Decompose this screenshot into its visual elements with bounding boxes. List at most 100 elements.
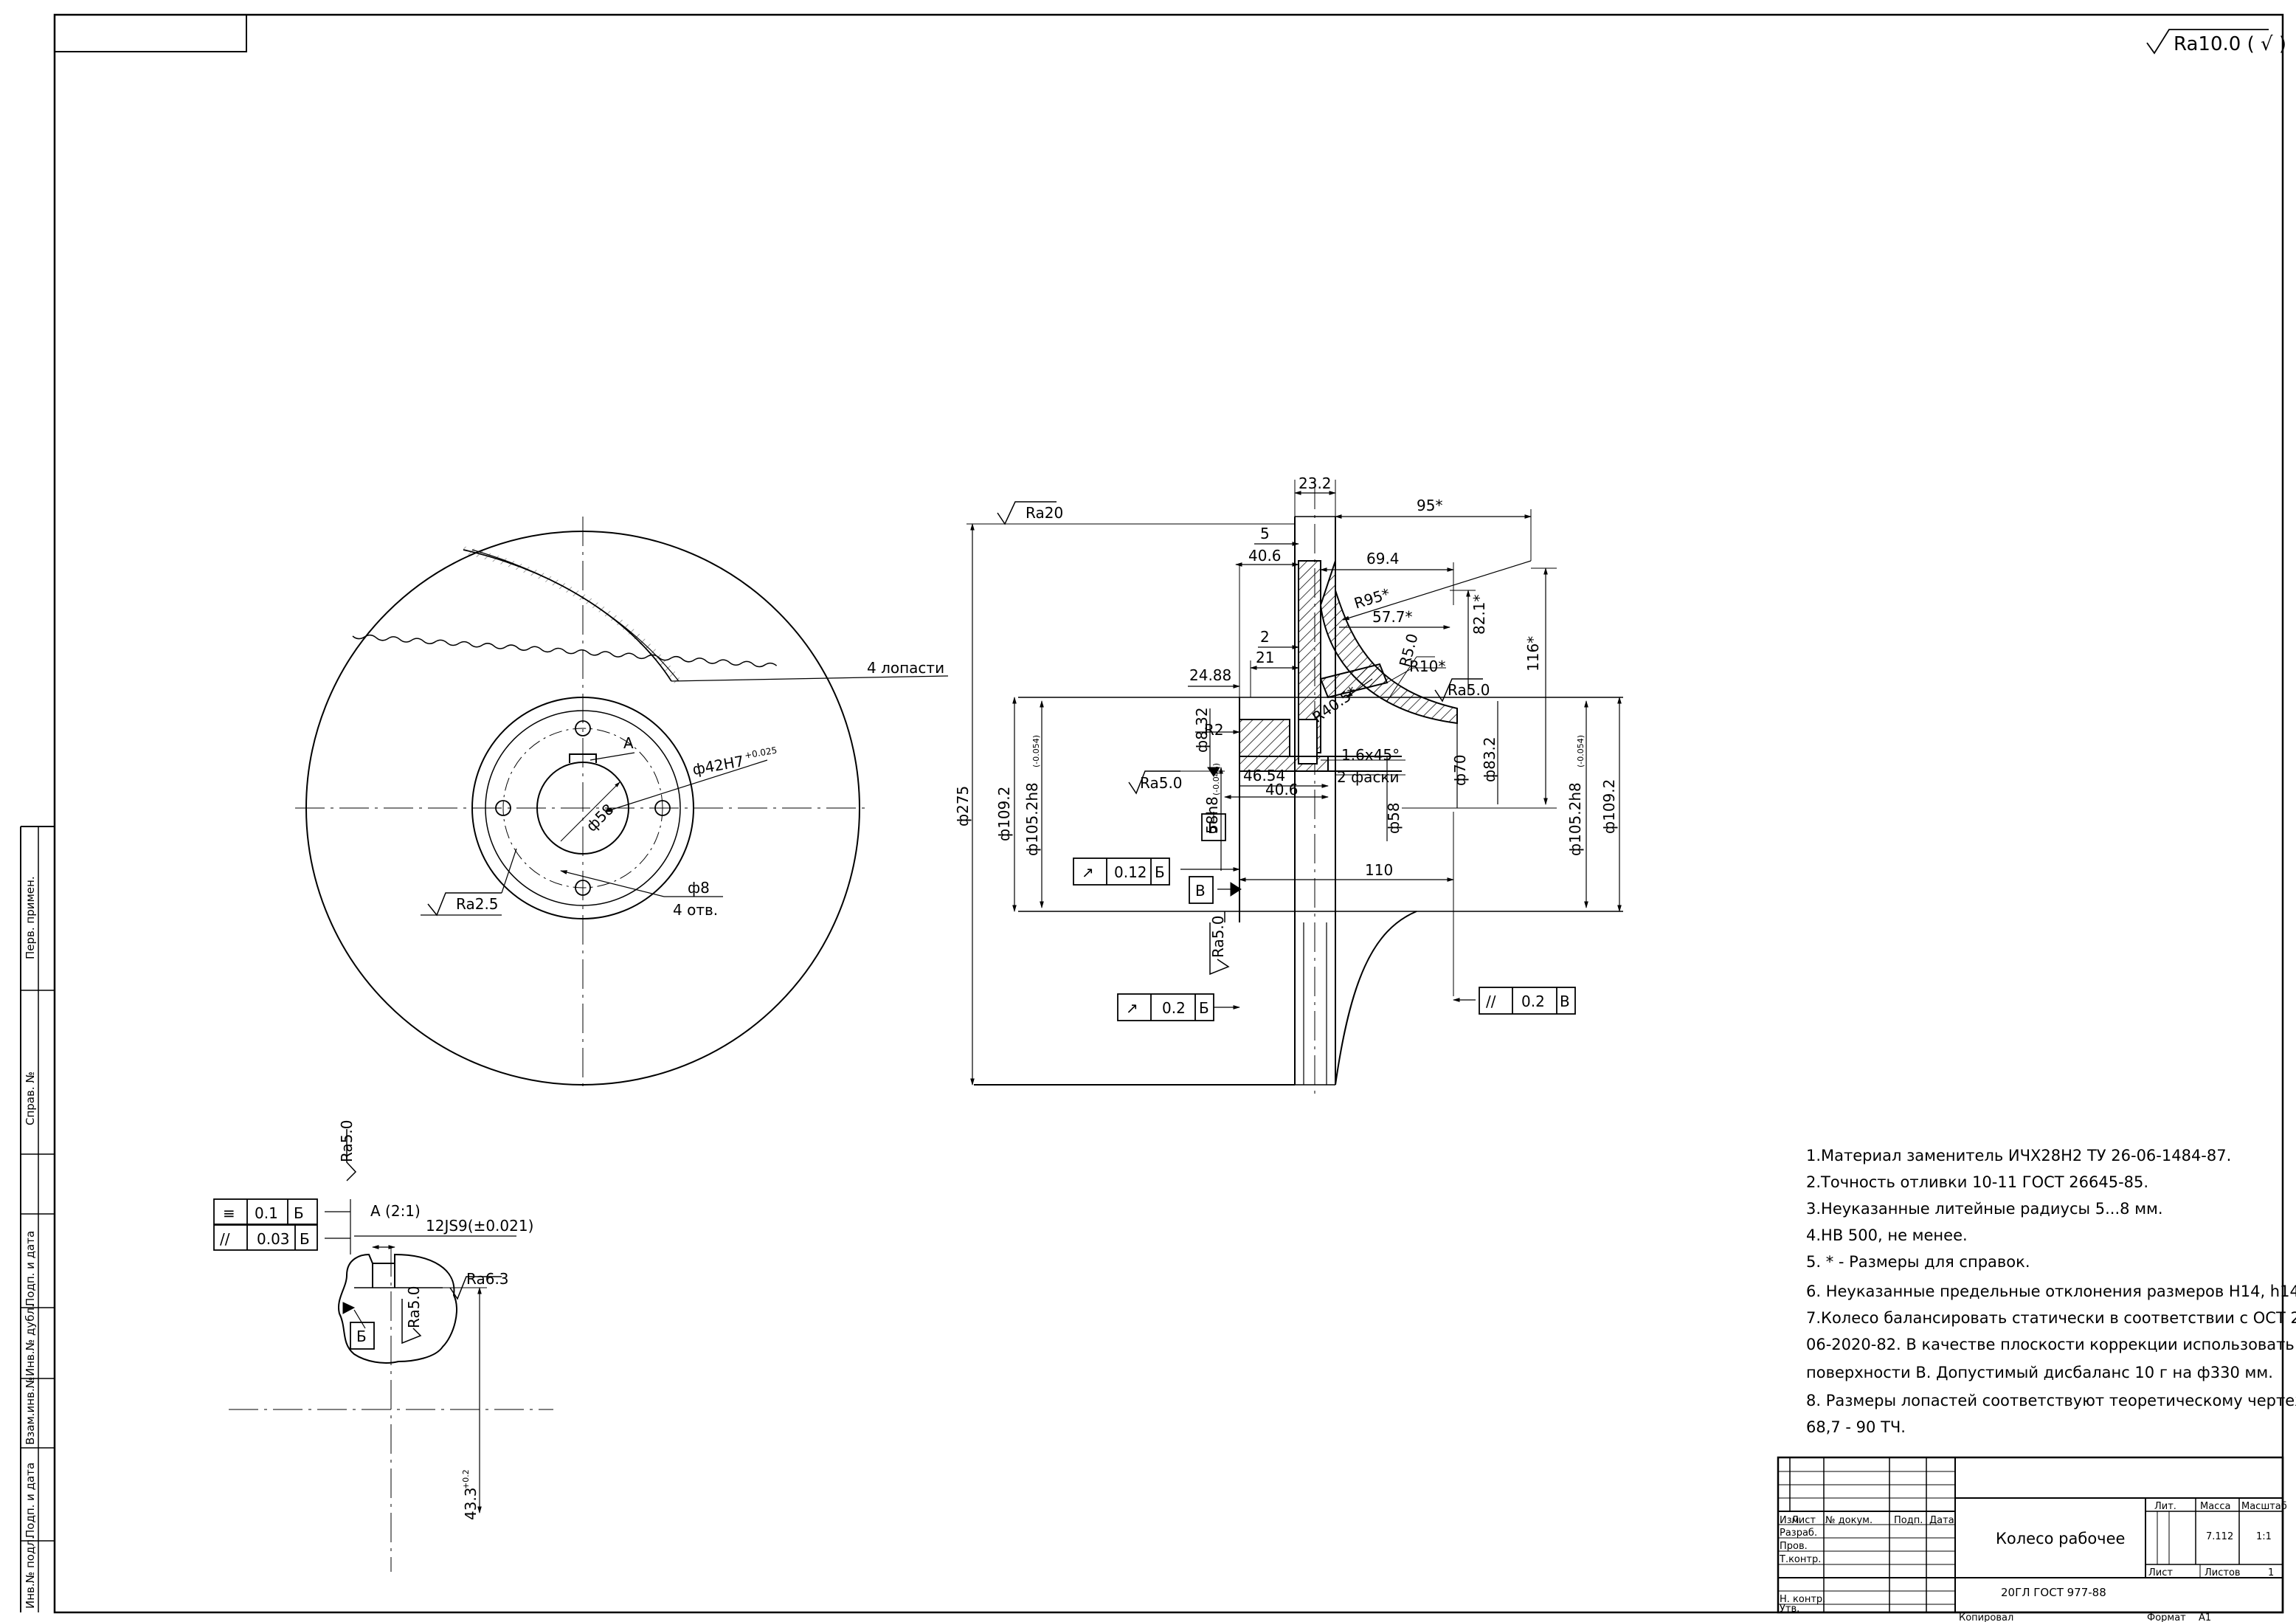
hole-tol-label: +0.025 <box>744 745 778 761</box>
tb-scale: Масштаб <box>2241 1501 2287 1512</box>
circle-dia-label: ф58 <box>583 800 618 835</box>
note-line: 6. Неуказанные предельные отклонения раз… <box>1806 1283 2296 1300</box>
note-line: 1.Материал заменитель ИЧХ28Н2 ТУ 26-06-1… <box>1806 1147 2231 1164</box>
tb-row-razrab: Разраб. <box>1780 1528 1817 1539</box>
frame-sym-datum: Б <box>294 1204 304 1222</box>
tb-sheet: Лист <box>2148 1567 2173 1578</box>
tb-scale-value: 1:1 <box>2256 1531 2272 1542</box>
dim-phi83-2: ф83.2 <box>1481 736 1498 782</box>
tb-title: Колесо рабочее <box>1996 1530 2125 1547</box>
frame2-symbol: ↗ <box>1126 999 1138 1017</box>
side-stamp-label: Перв. примен. <box>24 876 37 959</box>
tb-material: 20ГЛ ГОСТ 977-88 <box>2001 1586 2106 1599</box>
tb-mass-value: 7.112 <box>2206 1531 2233 1542</box>
dim-21: 21 <box>1256 649 1274 666</box>
tb-col-list: Лист <box>1791 1515 1816 1526</box>
general-roughness-text: Ra10.0 ( √ ) <box>2174 33 2286 55</box>
hole-dia-label: ф42Н7 <box>691 752 745 779</box>
frame2-datum: Б <box>1199 999 1209 1017</box>
tb-col-izm: Изм <box>1780 1515 1799 1526</box>
view-a-letter: А <box>623 734 634 752</box>
section-view <box>967 480 1623 1100</box>
tol-105-right: (-0.054) <box>1576 735 1586 767</box>
dim-phi70: ф70 <box>1451 754 1469 786</box>
note-line: 2.Точность отливки 10-11 ГОСТ 26645-85. <box>1806 1173 2148 1191</box>
dim-phi105-2-left: ф105.2h8 <box>1023 782 1041 856</box>
dim-24-88: 24.88 <box>1189 666 1231 684</box>
chamfer-label: 1.6х45° <box>1341 746 1400 764</box>
dim-phi109-2-left: ф109.2 <box>995 787 1013 841</box>
tb-sheets: Листов <box>2205 1567 2241 1578</box>
dim-phi58: ф58 <box>1385 802 1403 834</box>
note-line: поверхности В. Допустимый дисбаланс 10 г… <box>1806 1364 2273 1381</box>
frame1-value: 0.12 <box>1114 863 1147 881</box>
tol-58: (-0.046) <box>1211 763 1221 796</box>
note-line: 06-2020-82. В качестве плоскости коррекц… <box>1806 1336 2295 1353</box>
frame-sym-value: 0.1 <box>255 1204 278 1222</box>
small-holes-dia: ф8 <box>688 879 710 897</box>
tb-row-utv: Утв. <box>1780 1604 1799 1615</box>
detail-view <box>229 1129 553 1572</box>
detail-datum: Б <box>356 1328 367 1345</box>
dim-116: 116* <box>1524 636 1542 672</box>
side-stamp: Перв. примен. Справ. № Подп. и дата Инв.… <box>24 876 37 1609</box>
detail-label: А (2:1) <box>370 1202 421 1220</box>
section-labels: Ra20 23.2 95* 5 40.6 69.4 R95* 57.7* 82.… <box>954 474 1618 1017</box>
dim-40-6-top: 40.6 <box>1248 547 1282 565</box>
dim-40-6-bot: 40.6 <box>1265 781 1299 798</box>
datum-v: В <box>1195 882 1206 900</box>
frame1-datum: Б <box>1155 863 1165 881</box>
front-view-labels: 4 лопасти ф42Н7 +0.025 А ф58 ф8 4 отв. R… <box>456 659 944 919</box>
tol-105-left: (-0.054) <box>1031 735 1041 767</box>
tb-row-prov: Пров. <box>1780 1541 1808 1552</box>
tb-format-value: А1 <box>2199 1612 2211 1622</box>
frame-par-value: 0.03 <box>257 1230 290 1248</box>
note-line: 5. * - Размеры для справок. <box>1806 1253 2030 1271</box>
general-roughness: Ra10.0 ( √ ) <box>2146 29 2286 55</box>
ra5-left: Ra5.0 <box>1140 774 1183 792</box>
tb-row-tkontr: Т.контр. <box>1779 1554 1821 1565</box>
dim-2: 2 <box>1260 628 1270 646</box>
side-stamp-label: Подп. и дата <box>24 1231 37 1306</box>
dim-69-4: 69.4 <box>1366 550 1400 567</box>
blades-label: 4 лопасти <box>867 659 944 677</box>
frame-par-symbol: // <box>220 1230 230 1248</box>
note-line: 68,7 - 90 ТЧ. <box>1806 1418 1906 1436</box>
chamfer-count: 2 фаски <box>1337 768 1400 786</box>
frame3-symbol: // <box>1486 993 1496 1010</box>
dim-58h8: 58h8 <box>1203 796 1221 834</box>
title-block <box>1777 1456 2284 1614</box>
side-stamp-label: Справ. № <box>24 1071 37 1125</box>
note-line: 3.Неуказанные литейные радиусы 5...8 мм. <box>1806 1200 2163 1218</box>
side-stamp-label: Инв.№ дубл. <box>24 1304 37 1376</box>
dim-110: 110 <box>1365 861 1393 879</box>
frame3-value: 0.2 <box>1521 993 1545 1010</box>
tb-copied: Копировал <box>1959 1612 2013 1622</box>
datum-b: Б <box>1208 819 1218 837</box>
detail-labels: Ra5.0 А (2:1) ≡ 0.1 Б // 0.03 Б 12JS9(±0… <box>220 1119 533 1520</box>
side-stamp-label: Подп. и дата <box>24 1463 37 1538</box>
detail-depth-tol: +0.2 <box>461 1469 471 1489</box>
detail-depth: 43.3 <box>462 1487 480 1520</box>
tolerance-frame <box>1073 813 1576 1021</box>
tb-col-sign: Подп. <box>1894 1515 1923 1526</box>
frame-par-datum: Б <box>300 1230 310 1248</box>
note-line: 8. Размеры лопастей соответствуют теорет… <box>1806 1392 2296 1409</box>
tb-format: Формат <box>2147 1612 2186 1622</box>
detail-ra-top: Ra5.0 <box>338 1119 356 1162</box>
front-view <box>295 517 949 1092</box>
ra5-right: Ra5.0 <box>1448 681 1490 699</box>
side-stamp-label: Инв.№ подл. <box>24 1536 37 1609</box>
side-stamp-label: Взам.инв.№ <box>24 1377 37 1445</box>
note-line: 4.НВ 500, не менее. <box>1806 1226 1968 1244</box>
tb-col-doc: № докум. <box>1825 1515 1873 1526</box>
small-holes-count: 4 отв. <box>673 901 718 919</box>
key-width: 12JS9(±0.021) <box>426 1217 533 1235</box>
dim-23-2: 23.2 <box>1299 474 1332 492</box>
ra20-label: Ra20 <box>1026 504 1063 522</box>
ra5-vertical: Ra5.0 <box>1209 915 1227 958</box>
detail-frames <box>213 1198 375 1350</box>
dim-r10: R10* <box>1409 658 1445 675</box>
dim-phi109-2-right: ф109.2 <box>1600 779 1618 834</box>
